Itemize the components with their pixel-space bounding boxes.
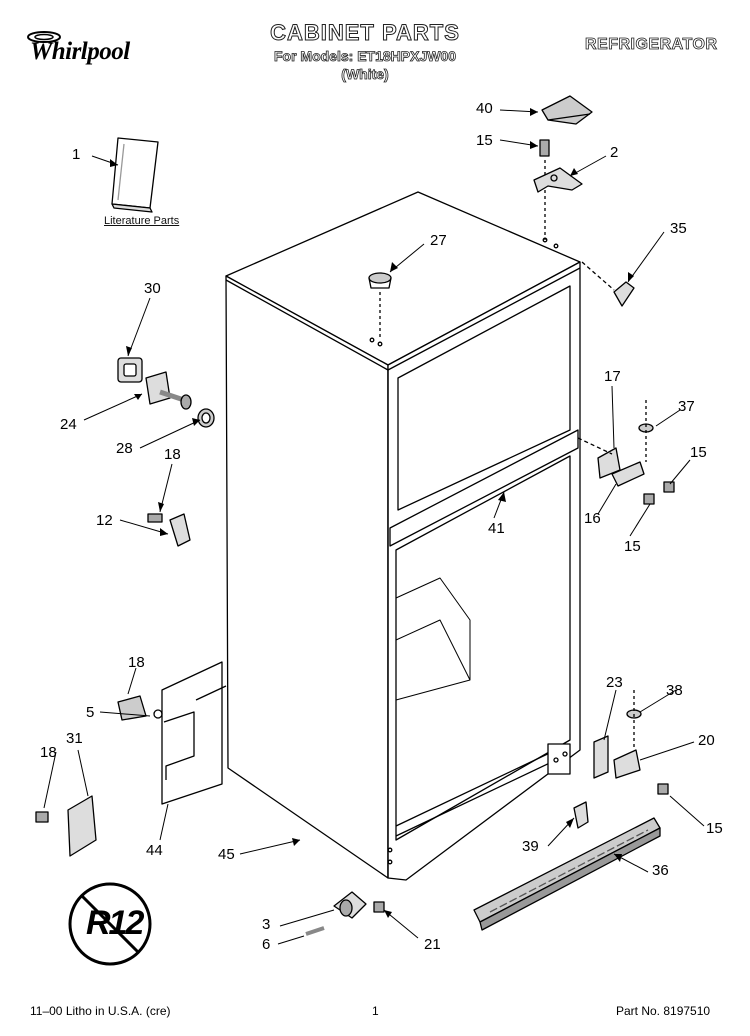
callout-24: 24 [60, 416, 77, 433]
callout-15: 15 [706, 820, 723, 837]
callout-18: 18 [164, 446, 181, 463]
lower-hinge [593, 690, 669, 795]
callout-41: 41 [488, 520, 505, 537]
r12-no-symbol-icon [68, 882, 152, 966]
side-cover [35, 795, 97, 857]
arrowheads [110, 108, 634, 918]
callout-18: 18 [128, 654, 145, 671]
small-hinge-upper [147, 513, 191, 547]
lower-left-bracket [117, 661, 227, 805]
callout-35: 35 [670, 220, 687, 237]
color-line: (White) [341, 66, 389, 83]
clip-part [581, 261, 635, 307]
callout-6: 6 [262, 936, 271, 953]
brand-logo: Whirlpool [30, 38, 130, 65]
callout-44: 44 [146, 842, 163, 859]
callout-16: 16 [584, 510, 601, 527]
callout-18: 18 [40, 744, 57, 761]
callout-12: 12 [96, 512, 113, 529]
callout-21: 21 [424, 936, 441, 953]
callout-38: 38 [666, 682, 683, 699]
callout-30: 30 [144, 280, 161, 297]
callout-27: 27 [430, 232, 447, 249]
callout-39: 39 [522, 838, 539, 855]
callout-36: 36 [652, 862, 669, 879]
literature-booklet [111, 137, 159, 213]
whirlpool-logo-swirl-icon [27, 31, 61, 43]
callout-5: 5 [86, 704, 95, 721]
footer-page-number: 1 [372, 1004, 379, 1018]
top-hinge [533, 167, 583, 193]
bracket-39 [573, 801, 589, 829]
callout-15: 15 [476, 132, 493, 149]
literature-parts-label: Literature Parts [104, 215, 180, 227]
page-title: CABINET PARTS [270, 20, 460, 46]
callout-20: 20 [698, 732, 715, 749]
callout-15: 15 [690, 444, 707, 461]
callout-1: 1 [72, 146, 81, 163]
r12-badge-text: R12 [86, 904, 144, 942]
callout-37: 37 [678, 398, 695, 415]
callout-17: 17 [604, 368, 621, 385]
models-line: For Models: ET18HPXJW00 [273, 48, 457, 65]
callout-31: 31 [66, 730, 83, 747]
leveler-parts [117, 357, 215, 428]
callout-15: 15 [624, 538, 641, 555]
callout-28: 28 [116, 440, 133, 457]
footer-part-number: Part No. 8197510 [616, 1004, 711, 1018]
footer-litho: 11–00 Litho in U.S.A. (cre) [30, 1004, 171, 1018]
category-label: REFRIGERATOR [585, 36, 718, 54]
cabinet-shell [225, 191, 581, 881]
callout-23: 23 [606, 674, 623, 691]
callout-2: 2 [610, 144, 619, 161]
callout-3: 3 [262, 916, 271, 933]
hinge-cover [541, 95, 593, 125]
middle-hinge [577, 400, 675, 505]
roller-assembly [305, 891, 385, 936]
callout-40: 40 [476, 100, 493, 117]
plug-part [368, 272, 392, 338]
top-screw [539, 139, 550, 240]
callout-45: 45 [218, 846, 235, 863]
toe-grille [473, 817, 661, 931]
